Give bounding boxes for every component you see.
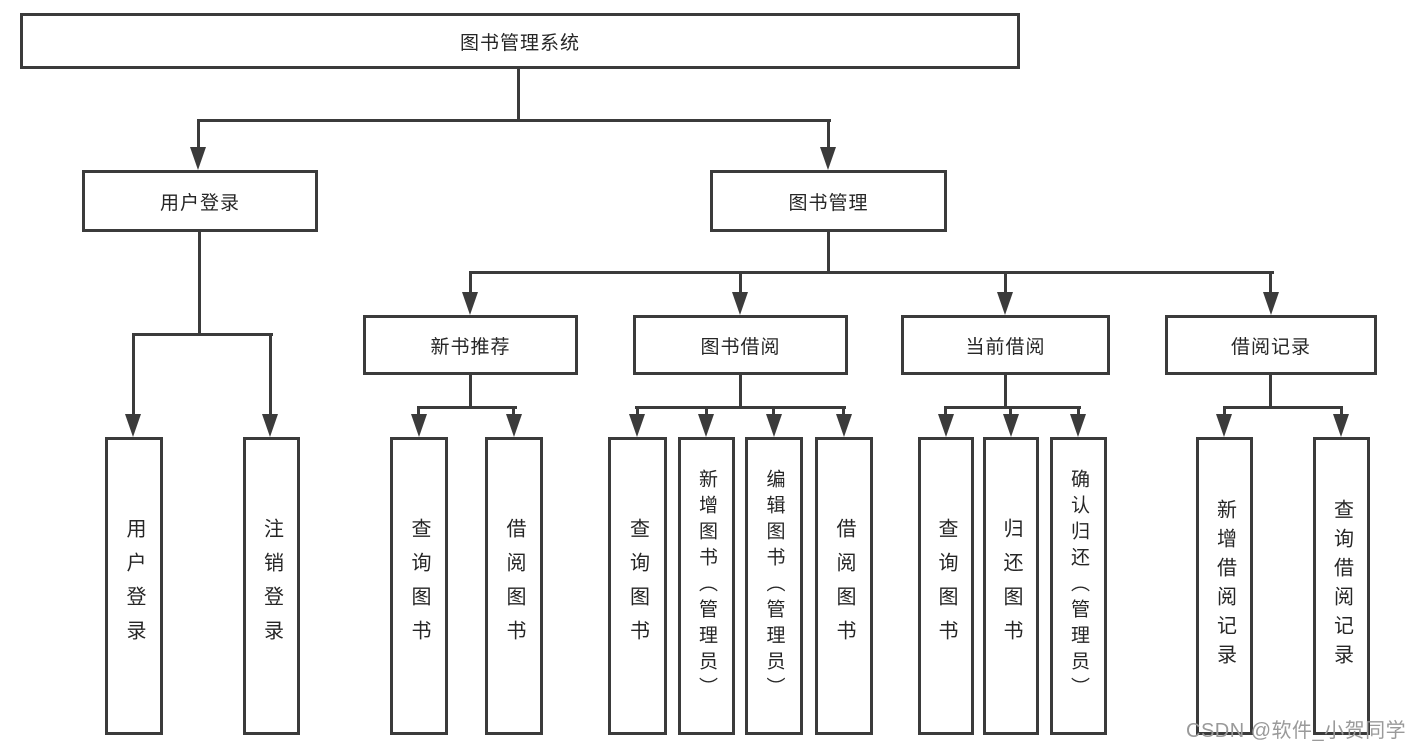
connector-line	[1269, 271, 1272, 293]
connector-line	[1269, 375, 1272, 409]
arrow-down-icon	[411, 414, 427, 437]
arrow-down-icon	[732, 292, 748, 315]
arrow-down-icon	[629, 414, 645, 437]
node-label: 查询借阅记录	[1330, 499, 1353, 673]
connector-line	[512, 406, 515, 417]
node-label: 借阅记录	[1230, 336, 1311, 358]
leaf-query-book-1: 查询图书	[390, 437, 448, 735]
node-label: 借阅图书	[503, 518, 525, 654]
connector-line	[827, 119, 830, 150]
arrow-down-icon	[1263, 292, 1279, 315]
connector-line	[1340, 406, 1343, 417]
connector-line	[517, 66, 520, 121]
connector-line	[469, 375, 472, 409]
node-label: 借阅图书	[833, 518, 855, 654]
node-current-borrow: 当前借阅	[901, 315, 1110, 375]
connector-line	[1077, 406, 1080, 417]
arrow-down-icon	[506, 414, 522, 437]
connector-line	[827, 232, 830, 273]
node-user-login: 用户登录	[82, 170, 318, 232]
arrow-down-icon	[1216, 414, 1232, 437]
connector-line	[1004, 271, 1007, 293]
node-label: 图书管理	[788, 192, 869, 214]
connector-line	[469, 271, 472, 293]
leaf-confirm-return-admin: 确认归还（管理员）	[1050, 437, 1107, 735]
connector-line	[198, 232, 201, 335]
node-label: 新增图书（管理员）	[696, 469, 717, 703]
arrow-down-icon	[836, 414, 852, 437]
arrow-down-icon	[262, 414, 278, 437]
connector-line	[1004, 375, 1007, 409]
connector-line	[132, 333, 273, 336]
leaf-add-borrow-record: 新增借阅记录	[1196, 437, 1253, 735]
connector-line	[1223, 406, 1343, 409]
leaf-logout: 注销登录	[243, 437, 300, 735]
leaf-add-book-admin: 新增图书（管理员）	[678, 437, 735, 735]
node-label: 新书推荐	[430, 336, 511, 358]
connector-line	[269, 333, 272, 415]
connector-line	[739, 375, 742, 409]
node-library-system: 图书管理系统	[20, 13, 1020, 69]
connector-line	[705, 406, 708, 417]
node-new-book-recommend: 新书推荐	[363, 315, 578, 375]
arrow-down-icon	[766, 414, 782, 437]
connector-line	[739, 271, 742, 293]
node-label: 图书借阅	[700, 336, 781, 358]
connector-line	[636, 406, 639, 417]
node-label: 查询图书	[626, 518, 649, 654]
node-label: 新增借阅记录	[1213, 499, 1236, 673]
node-label: 注销登录	[260, 518, 283, 654]
connector-line	[1223, 406, 1226, 417]
arrow-down-icon	[1070, 414, 1086, 437]
node-label: 当前借阅	[965, 336, 1046, 358]
node-label: 查询图书	[935, 518, 957, 654]
connector-line	[842, 406, 845, 417]
arrow-down-icon	[1333, 414, 1349, 437]
arrow-down-icon	[820, 147, 836, 170]
arrow-down-icon	[1003, 414, 1019, 437]
node-book-management: 图书管理	[710, 170, 947, 232]
connector-line	[635, 406, 846, 409]
leaf-query-book-3: 查询图书	[918, 437, 974, 735]
leaf-borrow-book-2: 借阅图书	[815, 437, 873, 735]
connector-line	[772, 406, 775, 417]
arrow-down-icon	[997, 292, 1013, 315]
node-label: 用户登录	[159, 192, 240, 214]
leaf-edit-book-admin: 编辑图书（管理员）	[745, 437, 803, 735]
connector-line	[417, 406, 517, 409]
node-book-borrow: 图书借阅	[633, 315, 848, 375]
leaf-query-book-2: 查询图书	[608, 437, 667, 735]
arrow-down-icon	[698, 414, 714, 437]
arrow-down-icon	[190, 147, 206, 170]
connector-line	[132, 333, 135, 415]
node-borrow-records: 借阅记录	[1165, 315, 1377, 375]
connector-line	[944, 406, 1081, 409]
connector-line	[1009, 406, 1012, 417]
connector-line	[469, 271, 1274, 274]
node-label: 图书管理系统	[459, 32, 580, 54]
arrow-down-icon	[462, 292, 478, 315]
connector-line	[197, 119, 200, 150]
connector-line	[944, 406, 947, 417]
connector-line	[197, 119, 831, 122]
node-label: 编辑图书（管理员）	[763, 469, 785, 703]
arrow-down-icon	[125, 414, 141, 437]
leaf-return-book: 归还图书	[983, 437, 1039, 735]
leaf-query-borrow-record: 查询借阅记录	[1313, 437, 1370, 735]
node-label: 查询图书	[408, 518, 430, 654]
node-label: 用户登录	[123, 518, 145, 654]
arrow-down-icon	[938, 414, 954, 437]
node-label: 确认归还（管理员）	[1068, 469, 1089, 703]
node-label: 归还图书	[1000, 518, 1022, 654]
leaf-borrow-book-1: 借阅图书	[485, 437, 543, 735]
watermark-text: CSDN @软件_小贺同学	[1186, 720, 1405, 742]
leaf-user-login: 用户登录	[105, 437, 163, 735]
connector-line	[417, 406, 420, 417]
